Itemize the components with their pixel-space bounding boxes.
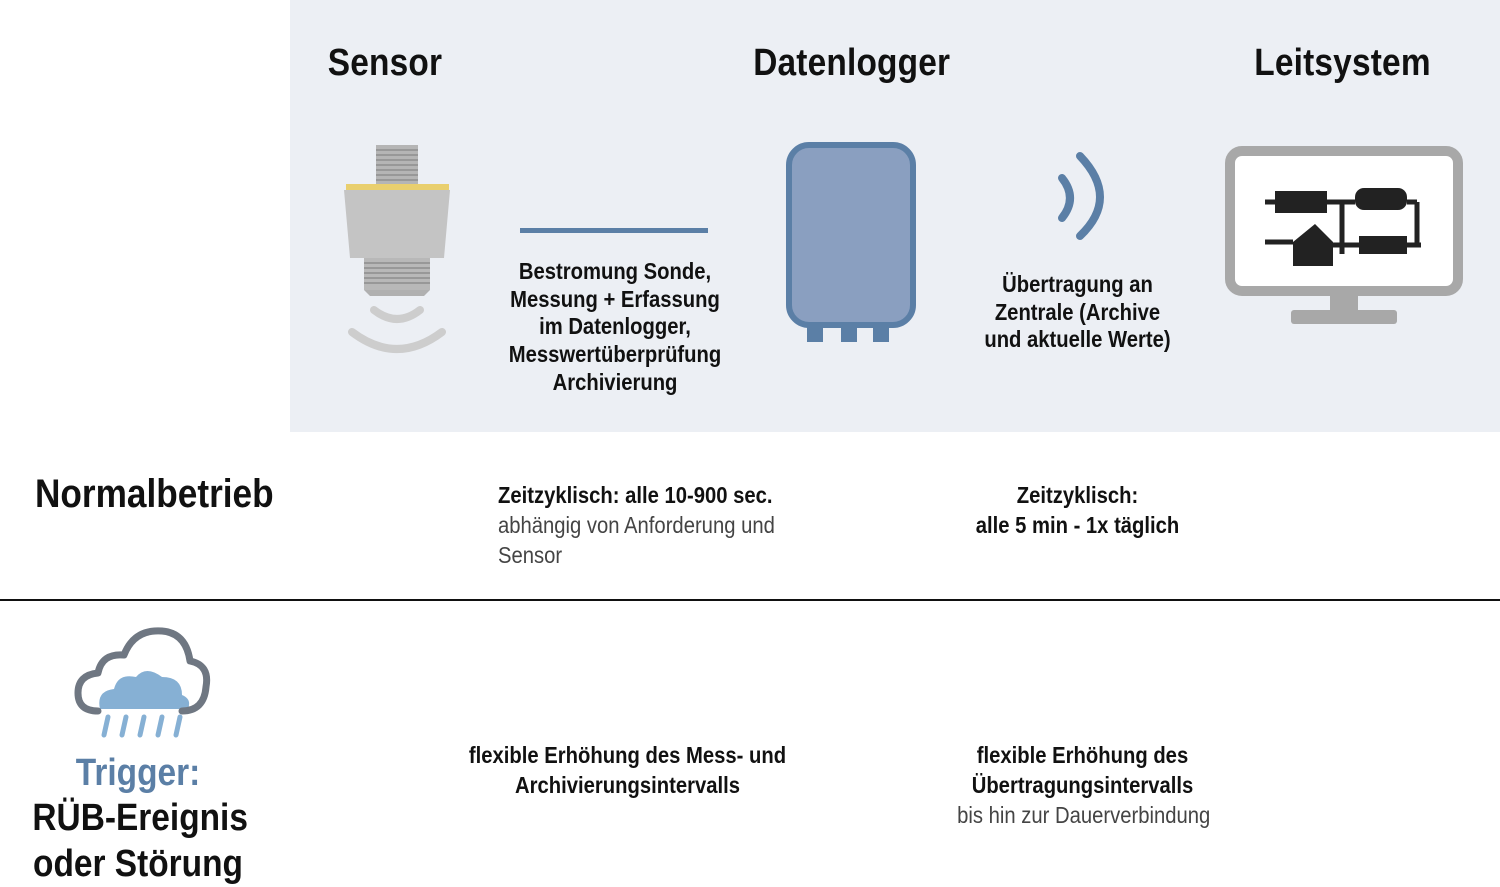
trigger-logging-line: Archivierungsintervalls — [515, 772, 740, 798]
step-sensor-to-logger: Bestromung Sonde, Messung + Erfassung im… — [496, 258, 734, 397]
trigger-transmission-interval: flexible Erhöhung des Übertragungsinterv… — [957, 740, 1211, 830]
step-text-line: Messwertüberprüfung — [508, 341, 722, 368]
normal-interval-note: abhängig von Anforderung und — [498, 512, 775, 538]
monitor-icon — [1225, 146, 1463, 324]
sensor-icon — [344, 145, 450, 353]
row-label-trigger: Trigger: — [75, 752, 201, 794]
step-text-line: Bestromung Sonde, — [518, 258, 712, 284]
trigger-transmission-note: bis hin zur Dauerverbindung — [957, 802, 1211, 828]
rain-cloud-icon — [74, 627, 211, 738]
trigger-logging-line: flexible Erhöhung des Mess- und — [468, 742, 787, 768]
normal-transmission-interval: Zeitzyklisch: alle 5 min - 1x täglich — [970, 480, 1186, 540]
heading-sensor: Sensor — [327, 42, 443, 84]
step-text-line: Archivierung — [552, 368, 678, 395]
row-label-normal: Normalbetrieb — [35, 472, 274, 516]
trigger-logging-interval: flexible Erhöhung des Mess- und Archivie… — [463, 740, 793, 800]
connection-line — [520, 228, 708, 233]
row-divider — [0, 599, 1500, 601]
normal-interval-bold: Zeitzyklisch: alle 10-900 sec. — [498, 482, 773, 508]
heading-leitsystem: Leitsystem — [1254, 42, 1431, 84]
trigger-transmission-line: Übertragungsintervalls — [971, 772, 1194, 798]
step-text-line: und aktuelle Werte) — [984, 326, 1171, 353]
normal-interval-note: Sensor — [498, 542, 563, 568]
step-logger-to-system: Übertragung an Zentrale (Archive und akt… — [974, 271, 1181, 354]
step-text-line: Messung + Erfassung — [510, 285, 720, 312]
step-text-line: Übertragung an — [1002, 271, 1153, 297]
trigger-event-line: RÜB-Ereignis — [32, 797, 248, 839]
normal-transmission-line: alle 5 min - 1x täglich — [975, 512, 1180, 538]
wireless-signal-icon — [1058, 152, 1104, 240]
trigger-event-label: RÜB-Ereignis oder Störung — [32, 795, 248, 887]
normal-logging-interval: Zeitzyklisch: alle 10-900 sec. abhängig … — [498, 480, 775, 570]
step-text-line: im Datenlogger, — [539, 313, 691, 340]
normal-transmission-line: Zeitzyklisch: — [1016, 482, 1139, 508]
heading-datalogger: Datenlogger — [753, 42, 951, 84]
datalogger-icon — [786, 142, 916, 342]
trigger-event-line: oder Störung — [33, 843, 243, 885]
trigger-transmission-line: flexible Erhöhung des — [976, 742, 1189, 768]
step-text-line: Zentrale (Archive — [994, 298, 1161, 325]
